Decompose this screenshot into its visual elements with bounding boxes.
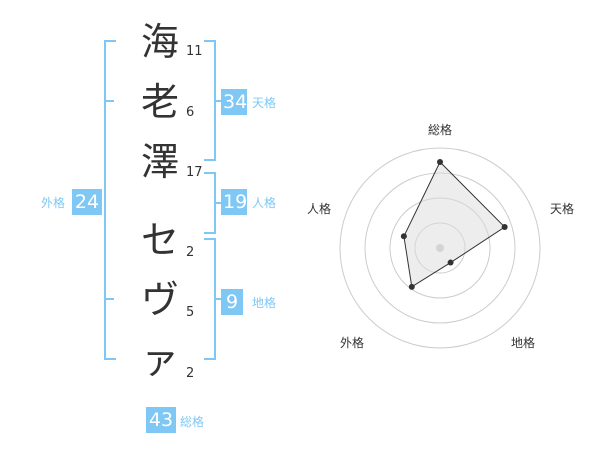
- chikaku-bracket-connector: [216, 298, 222, 300]
- radar-axis-label-gaikaku: 外格: [340, 336, 365, 350]
- jinkaku-bracket-connector: [216, 202, 222, 204]
- radar-grid-ring: [339, 147, 541, 349]
- name-char-3: 澤: [140, 140, 179, 184]
- jinkaku-label: 人格: [252, 196, 277, 210]
- chikaku-label: 地格: [252, 296, 277, 310]
- stroke-count-5: 5: [186, 305, 195, 320]
- chikaku-value: 9: [221, 289, 243, 315]
- tenkaku-bracket: [204, 40, 216, 161]
- tenkaku-value: 34: [221, 89, 248, 115]
- name-char-2: 老: [140, 80, 179, 124]
- chikaku-bracket: [204, 238, 216, 360]
- stroke-count-3: 17: [186, 165, 203, 180]
- stroke-count-2: 6: [186, 105, 195, 120]
- radar-axis-label-soukaku: 総格: [428, 123, 453, 137]
- radar-point-2: [501, 223, 508, 230]
- tenkaku-bracket-connector: [216, 100, 222, 102]
- radar-axis-label-tenkaku: 天格: [550, 202, 575, 216]
- name-char-1: 海: [140, 20, 179, 64]
- gaikaku-bracket: [104, 40, 116, 360]
- radar-point-3: [447, 259, 454, 266]
- gaikaku-bracket-tick: [104, 298, 114, 300]
- gaikaku-bracket-tick: [104, 100, 114, 102]
- gaikaku-label: 外格: [41, 196, 66, 210]
- radar-point-5: [400, 233, 407, 240]
- soukaku-value: 43: [146, 407, 176, 433]
- jinkaku-bracket: [204, 172, 216, 234]
- tenkaku-label: 天格: [252, 96, 277, 110]
- stroke-count-1: 11: [186, 44, 203, 59]
- name-char-6: ァ: [140, 338, 179, 382]
- jinkaku-value: 19: [221, 189, 248, 215]
- radar-data-polygon: [403, 161, 506, 288]
- radar-axis-label-chikaku: 地格: [511, 336, 536, 350]
- gaikaku-value: 24: [72, 189, 102, 215]
- stroke-count-4: 2: [186, 245, 195, 260]
- name-char-4: セ: [140, 218, 179, 262]
- soukaku-label: 総格: [180, 415, 205, 429]
- radar-axis-label-jinkaku: 人格: [307, 202, 332, 216]
- radar-point-4: [408, 283, 415, 290]
- stroke-count-6: 2: [186, 366, 195, 381]
- name-char-5: ヴ: [140, 278, 179, 322]
- radar-point-1: [437, 159, 443, 165]
